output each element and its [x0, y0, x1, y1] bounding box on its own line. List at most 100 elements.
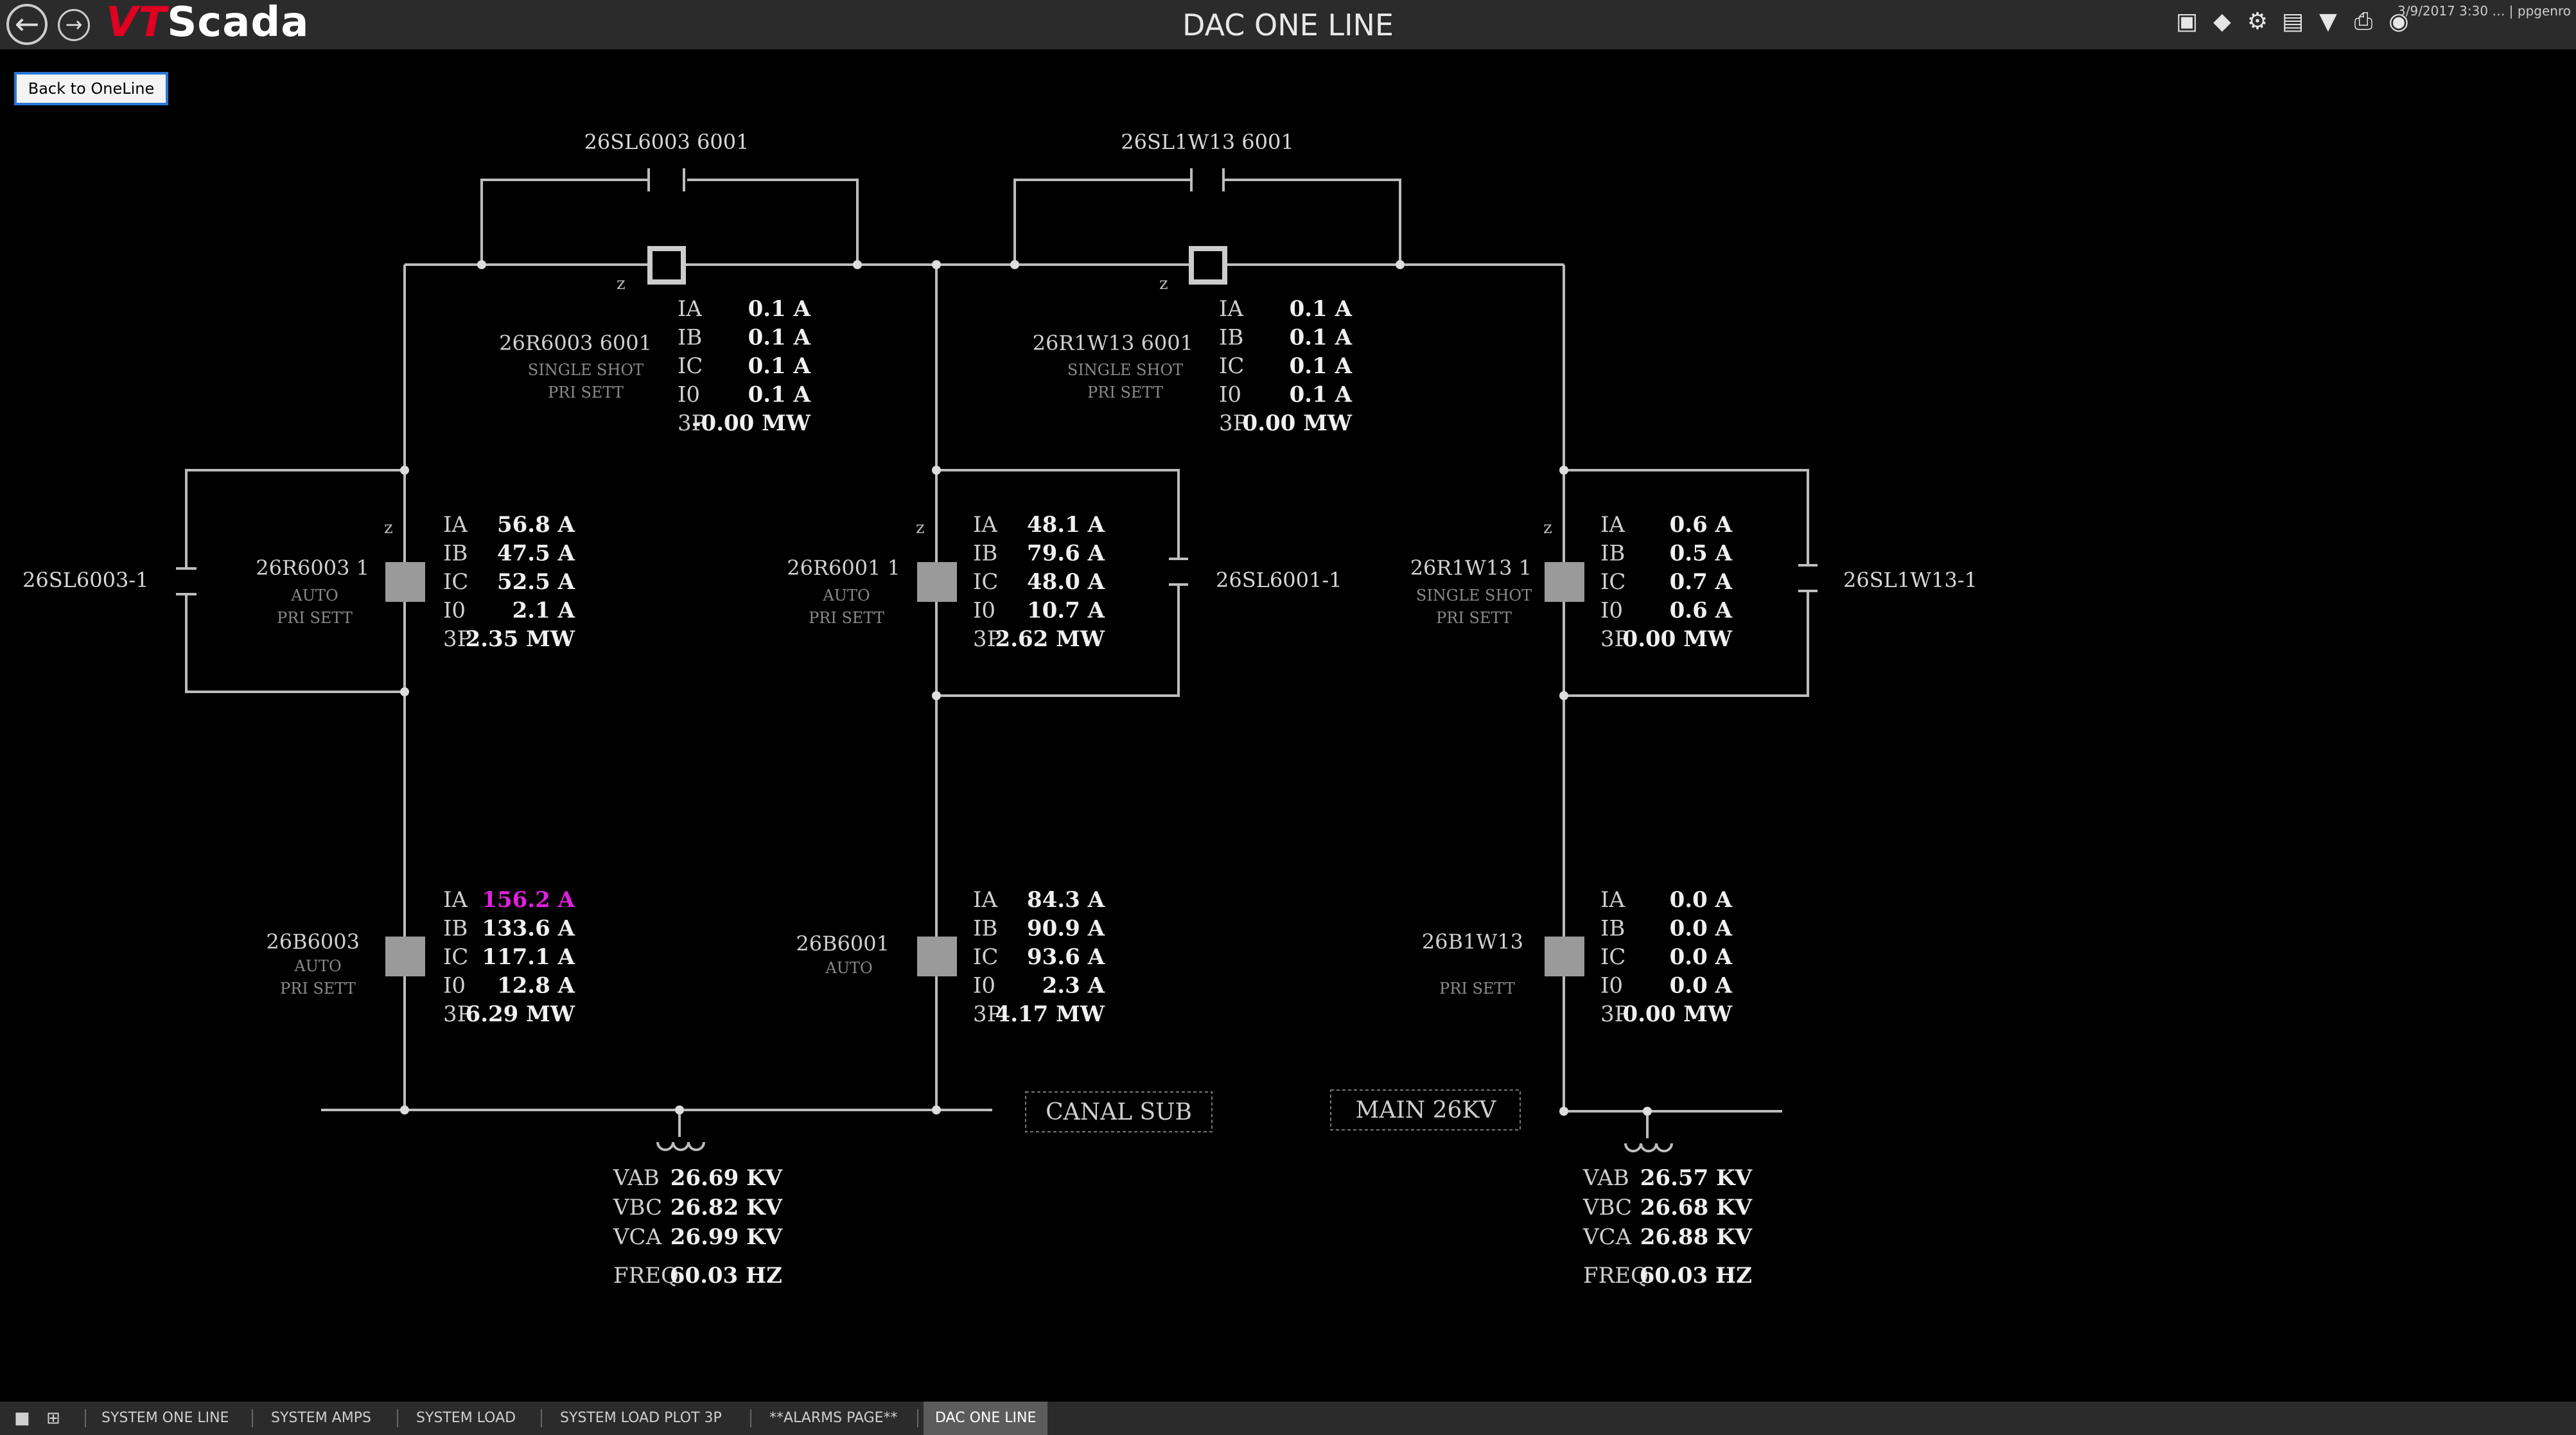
page-title: DAC ONE LINE [1182, 8, 1394, 42]
device-name: 26R1W13 6001 [1033, 331, 1193, 355]
tiled-view-icon[interactable]: ⊞ [46, 1409, 60, 1428]
breaker-open-26r1w13-6001[interactable] [1189, 246, 1227, 285]
reading-value: 0.1 A [748, 296, 811, 322]
forward-arrow-icon[interactable]: → [58, 9, 90, 41]
reading-label: I0 [1600, 598, 1623, 624]
one-line-diagram: CANAL SUB MAIN 26KV 26SL6003 6001 26SL1W… [22, 130, 1977, 1289]
setting-group: PRI SETT [809, 609, 884, 627]
label-26sl6001-1: 26SL6001-1 [1216, 568, 1342, 592]
reading-value: 0.1 A [748, 382, 811, 408]
reading-label: IA [973, 887, 997, 913]
setting-group: PRI SETT [277, 609, 353, 627]
reading-label: IC [973, 944, 998, 970]
reading-value: 0.6 A [1670, 598, 1733, 624]
reading-label: IB [1600, 916, 1625, 942]
reading-label: I0 [973, 973, 995, 999]
reclose-mode: AUTO [294, 957, 341, 975]
reading-label: IB [1600, 541, 1625, 567]
tab-separator [85, 1409, 86, 1427]
reading-value: 56.8 A [497, 512, 575, 538]
main-26kv-label: MAIN 26KV [1356, 1097, 1497, 1123]
tab-dac-one-line[interactable]: DAC ONE LINE [924, 1402, 1048, 1435]
setting-group: PRI SETT [1436, 609, 1512, 627]
reading-label: IA [1600, 512, 1625, 538]
breaker-closed-26b6003[interactable] [385, 937, 425, 976]
tab-separator [917, 1409, 918, 1427]
reading-label: IA [1600, 887, 1625, 913]
reading-value: 0.7 A [1670, 569, 1733, 595]
single-view-icon[interactable]: ■ [14, 1409, 30, 1428]
reclose-mode: AUTO [290, 586, 338, 604]
breaker-open-26r6003-6001[interactable] [647, 246, 686, 285]
print-icon[interactable]: ⎙ [2354, 8, 2373, 35]
reading-label: IB [1219, 325, 1243, 351]
tab-system-load-plot-3p[interactable]: SYSTEM LOAD PLOT 3P [560, 1410, 722, 1426]
reading-value: 0.5 A [1670, 541, 1733, 567]
tag-icon[interactable]: ◆ [2213, 8, 2231, 35]
list-icon[interactable]: ▤ [2281, 8, 2304, 35]
back-to-oneline-button[interactable]: Back to OneLine [14, 72, 168, 105]
reading-label: IC [443, 944, 468, 970]
reading-label: I0 [443, 973, 466, 999]
reading-value: 2.3 A [1042, 973, 1105, 999]
reclose-mode: SINGLE SHOT [1416, 586, 1532, 604]
reading-value: 6.29 MW [466, 1001, 575, 1027]
voltage-label: VAB [613, 1165, 660, 1191]
reading-label: IB [443, 916, 468, 942]
tab-alarms-page[interactable]: **ALARMS PAGE** [769, 1410, 898, 1426]
reading-label: IC [973, 569, 998, 595]
image-icon[interactable]: ▣ [2175, 8, 2198, 35]
reading-label: IC [1600, 944, 1625, 970]
breaker-closed-26r6003-1[interactable] [385, 562, 425, 602]
tab-system-amps[interactable]: SYSTEM AMPS [271, 1410, 371, 1426]
reading-value: 52.5 A [497, 569, 575, 595]
device-name: 26R6001 1 [787, 556, 900, 580]
gear-icon[interactable]: ⚙ [2247, 8, 2268, 35]
voltage-value: 26.69 KV [670, 1165, 783, 1191]
reading-value: 48.0 A [1027, 569, 1105, 595]
reading-value: 0.1 A [748, 325, 811, 351]
reclose-mode: SINGLE SHOT [1067, 361, 1183, 379]
reading-value: 0.0 A [1670, 944, 1733, 970]
reading-value: 0.1 A [1290, 382, 1353, 408]
reading-label: IB [678, 325, 702, 351]
voltage-label: VAB [1582, 1165, 1629, 1191]
reading-value-alarm: 156.2 A [482, 887, 575, 913]
reading-value: 0.0 A [1670, 973, 1733, 999]
setting-group: PRI SETT [280, 980, 356, 998]
reading-value: 90.9 A [1027, 916, 1105, 942]
label-26sl6003-1: 26SL6003-1 [22, 568, 149, 592]
main-26kv-box [1330, 1089, 1521, 1131]
tab-system-one-line[interactable]: SYSTEM ONE LINE [101, 1410, 229, 1426]
voltage-label: VCA [613, 1224, 662, 1250]
breaker-closed-26r6001-1[interactable] [917, 562, 957, 602]
breaker-closed-26b1w13[interactable] [1545, 937, 1584, 976]
reading-label: IB [973, 541, 997, 567]
voltage-label: FREQ [1583, 1263, 1649, 1289]
reading-label: 3P [973, 626, 1002, 652]
canal-sub-label: CANAL SUB [1046, 1099, 1192, 1125]
label-26sl1w13-1: 26SL1W13-1 [1843, 568, 1977, 592]
reading-label: IC [1219, 353, 1244, 379]
reading-label: 3P [973, 1001, 1002, 1027]
back-arrow-icon[interactable]: ← [6, 4, 48, 45]
reading-value: 4.17 MW [995, 1001, 1105, 1027]
tab-system-load[interactable]: SYSTEM LOAD [416, 1410, 516, 1426]
filter-icon[interactable]: ▼ [2319, 8, 2337, 35]
reading-label: IC [443, 569, 468, 595]
device-name: 26R1W13 1 [1410, 556, 1532, 580]
voltage-label: VCA [1582, 1224, 1632, 1250]
reading-label: IA [678, 296, 702, 322]
reading-value: 2.35 MW [466, 626, 575, 652]
reading-value: 0.1 A [1290, 353, 1353, 379]
reading-label: I0 [443, 598, 466, 624]
breaker-closed-26b6001[interactable] [917, 937, 957, 976]
voltage-value: 26.57 KV [1640, 1165, 1753, 1191]
breaker-closed-26r1w13-1[interactable] [1545, 562, 1584, 602]
reading-label: 3P [1219, 410, 1248, 436]
bell-icon[interactable]: ◉ [2388, 8, 2409, 35]
device-name: 26B1W13 [1422, 929, 1523, 954]
reading-label: 3P [443, 1001, 472, 1027]
reading-value: 133.6 A [482, 916, 575, 942]
